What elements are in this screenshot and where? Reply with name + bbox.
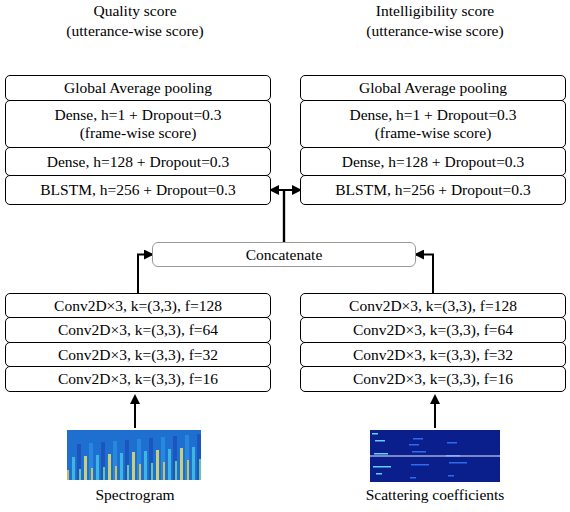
conv-box: Conv2D×3, k=(3,3), f=64 [5,317,271,343]
box-text: Dense, h=1 + Dropout=0.3 [350,106,517,124]
input-arrow [434,396,436,428]
box-text: Conv2D×3, k=(3,3), f=128 [54,297,222,315]
box-text: BLSTM, h=256 + Dropout=0.3 [40,181,235,199]
dense-box: Dense, h=1 + Dropout=0.3(frame-wise scor… [300,100,566,148]
box-text: Global Average pooling [64,79,212,97]
conv-box: Conv2D×3, k=(3,3), f=128 [300,293,566,318]
flow-arrow [416,255,433,294]
box-text: Conv2D×3, k=(3,3), f=32 [353,346,513,364]
dense-box: Dense, h=128 + Dropout=0.3 [5,147,271,176]
conv-box: Conv2D×3, k=(3,3), f=128 [5,293,271,318]
box-text: (frame-wise score) [80,124,197,142]
box-text: Conv2D×3, k=(3,3), f=128 [349,297,517,315]
blstm-box: BLSTM, h=256 + Dropout=0.3 [300,175,566,205]
box-text: BLSTM, h=256 + Dropout=0.3 [335,181,530,199]
scattering-image [370,430,500,482]
box-text: Conv2D×3, k=(3,3), f=64 [58,321,218,339]
box-text: Conv2D×3, k=(3,3), f=16 [353,370,513,388]
box-text: Dense, h=128 + Dropout=0.3 [47,153,230,171]
dense-box: Dense, h=1 + Dropout=0.3(frame-wise scor… [5,100,271,148]
flow-arrow [138,255,152,294]
flow-arrow [284,190,300,242]
output-label: Quality score [93,2,176,20]
input-label: Scattering coefficients [366,486,505,504]
output-label: (utterance-wise score) [366,22,503,40]
pooling-box: Global Average pooling [300,75,566,101]
box-text: Dense, h=1 + Dropout=0.3 [55,106,222,124]
box-text: Conv2D×3, k=(3,3), f=16 [58,370,218,388]
dense-box: Dense, h=128 + Dropout=0.3 [300,147,566,176]
pooling-box: Global Average pooling [5,75,271,101]
box-text: Concatenate [246,246,323,264]
box-text: Conv2D×3, k=(3,3), f=64 [353,321,513,339]
conv-box: Conv2D×3, k=(3,3), f=64 [300,317,566,343]
conv-box: Conv2D×3, k=(3,3), f=16 [300,366,566,392]
conv-box: Conv2D×3, k=(3,3), f=32 [5,342,271,367]
blstm-box: BLSTM, h=256 + Dropout=0.3 [5,175,271,205]
output-label: Intelligibility score [376,2,494,20]
input-arrow [134,396,136,428]
box-text: Global Average pooling [359,79,507,97]
spectrogram-image [67,430,201,480]
output-label: (utterance-wise score) [66,22,203,40]
input-label: Spectrogram [95,486,174,504]
conv-box: Conv2D×3, k=(3,3), f=16 [5,366,271,392]
box-text: Conv2D×3, k=(3,3), f=32 [58,346,218,364]
conv-box: Conv2D×3, k=(3,3), f=32 [300,342,566,367]
flow-arrow [271,190,284,242]
concatenate-box: Concatenate [152,242,416,267]
box-text: (frame-wise score) [375,124,492,142]
box-text: Dense, h=128 + Dropout=0.3 [342,153,525,171]
